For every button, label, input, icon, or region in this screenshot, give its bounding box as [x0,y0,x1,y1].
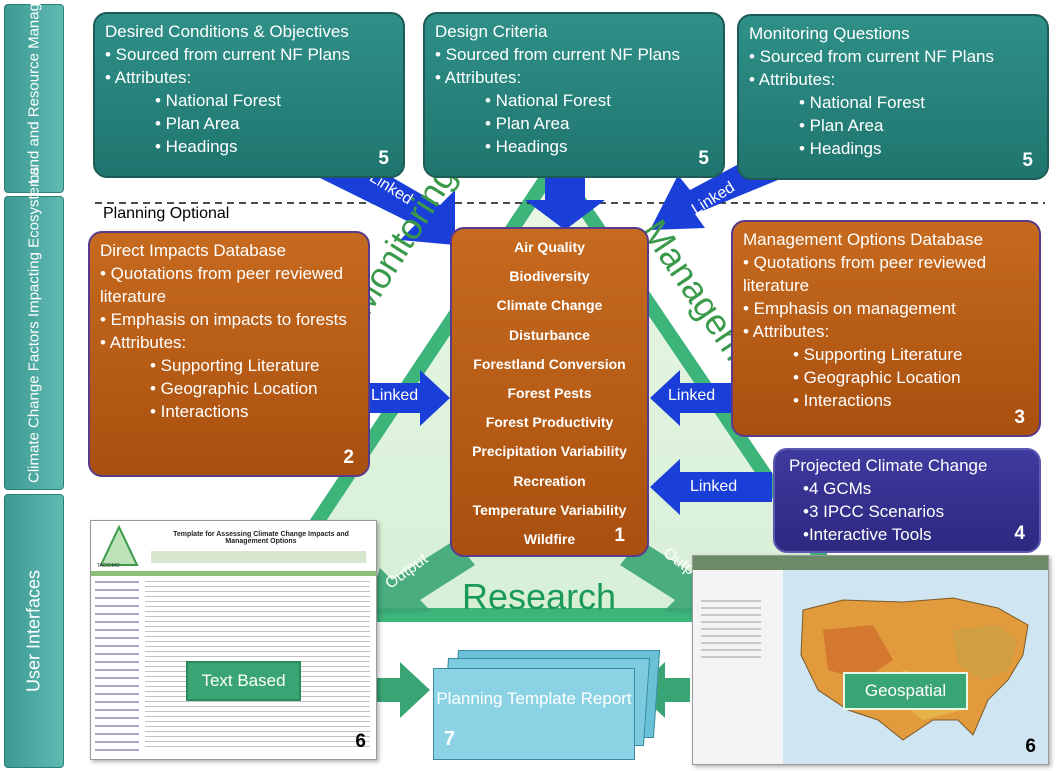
bullet: • Sourced from current NF Plans [749,47,994,66]
linked-arrow-middle-left [365,370,450,426]
map-legend-panel [693,570,784,764]
band-user-interfaces: User Interfaces [4,494,64,768]
linked-arrow-middle-right [650,370,735,426]
logo-text: TACCIMO [97,563,120,569]
sub-bullet: • Headings [485,137,568,156]
bullet: • Emphasis on management [743,299,956,318]
linked-label: Linked [668,387,716,404]
box-title: Projected Climate Change [789,456,988,475]
design-criteria-box: Design Criteria • Sourced from current N… [423,12,725,178]
page-title: Template for Assessing Climate Change Im… [173,531,349,545]
research-label: Research [462,576,617,617]
factor-item: Recreation [513,472,586,489]
sub-bullet: • National Forest [799,93,925,112]
output-arrow-left [365,540,475,615]
sub-bullet: • Supporting Literature [150,356,320,375]
sub-bullet: • Plan Area [155,114,240,133]
linked-arrow-projected [650,459,772,515]
sub-bullet: • National Forest [155,91,281,110]
bullet: • Quotations from peer reviewed literatu… [743,253,987,295]
map-title-bar [693,556,1048,570]
bullet: • Emphasis on impacts to forests [100,310,347,329]
factor-item: Precipitation Variability [472,443,627,460]
factor-item: Forest Productivity [485,414,614,431]
projected-climate-box: Projected Climate Change •4 GCMs •3 IPCC… [773,448,1041,553]
factor-item: Forest Pests [507,385,592,402]
box-title: Monitoring Questions [749,24,910,43]
box-number: 4 [1014,523,1025,544]
bullet: • Sourced from current NF Plans [105,45,350,64]
text-based-label: Text Based [186,661,301,701]
sub-bullet: • Supporting Literature [793,345,963,364]
direct-impacts-box: Direct Impacts Database • Quotations fro… [88,231,370,477]
box-number: 2 [343,447,354,468]
bullet: • Sourced from current NF Plans [435,45,680,64]
sub-bullet: • Geographic Location [150,379,318,398]
bullet: • Attributes: [105,68,192,87]
bullet: •Interactive Tools [803,525,932,544]
text-based-screenshot: TACCIMO Template for Assessing Climate C… [90,520,377,760]
tree-logo-icon: TACCIMO [97,524,141,569]
box-number: 5 [1022,150,1033,171]
management-options-box: Management Options Database • Quotations… [731,220,1041,437]
sub-bullet: • Plan Area [485,114,570,133]
geospatial-screenshot: Geospatial 6 [692,555,1049,765]
bullet: • Attributes: [743,322,830,341]
geospatial-label: Geospatial [843,672,968,710]
report-label: Planning Template Report [436,689,632,708]
bullet: • Attributes: [435,68,522,87]
box-number: 7 [444,728,456,750]
sub-bullet: • Interactions [793,391,892,410]
box-number: 1 [614,525,625,546]
nav-strip [91,571,376,576]
to-report-arrow-right [635,662,690,718]
bullet: •3 IPCC Scenarios [803,502,945,521]
factor-item: Climate Change [496,297,603,314]
bullet: • Attributes: [749,70,836,89]
box-title: Management Options Database [743,230,984,249]
us-map [783,570,1048,764]
bullet: • Quotations from peer reviewed literatu… [100,264,344,306]
factor-item: Temperature Variability [472,501,627,518]
linked-label: Linked [690,478,738,495]
factor-item: Air Quality [514,239,585,255]
desired-conditions-box: Desired Conditions & Objectives • Source… [93,12,405,178]
linked-label: Linked [371,387,419,404]
sidebar-links [95,581,139,751]
box-number: 6 [355,731,366,752]
planning-optional-label: Planning Optional [103,205,230,222]
monitoring-questions-box: Monitoring Questions • Sourced from curr… [737,14,1049,180]
sub-bullet: • Headings [155,137,238,156]
sub-bullet: • Plan Area [799,116,884,135]
bullet: •4 GCMs [803,479,872,498]
box-number: 5 [378,148,389,169]
sub-bullet: • Geographic Location [793,368,961,387]
box-number: 5 [698,148,709,169]
sub-bullet: • Interactions [150,402,249,421]
center-factors-box: Air Quality Biodiversity Climate Change … [450,227,649,557]
planning-template-report: Planning Template Report 7 [433,668,635,760]
factor-item: Disturbance [509,326,590,343]
to-report-arrow-left [375,662,430,718]
factor-item: Wildfire [523,531,576,548]
factor-item: Forestland Conversion [473,355,626,372]
band-climate-factors: Climate Change Factors Impacting Ecosyst… [4,167,64,490]
box-title: Desired Conditions & Objectives [105,22,349,41]
box-number: 6 [1025,736,1036,757]
bullet: • Attributes: [100,333,187,352]
sub-bullet: • National Forest [485,91,611,110]
box-title: Design Criteria [435,22,548,41]
box-title: Direct Impacts Database [100,241,287,260]
sub-bullet: • Headings [799,139,882,158]
header-bar [151,551,366,563]
box-number: 3 [1014,407,1025,428]
factor-item: Biodiversity [509,268,590,285]
band-land-resource: Land and Resource Management Plans [4,0,64,193]
